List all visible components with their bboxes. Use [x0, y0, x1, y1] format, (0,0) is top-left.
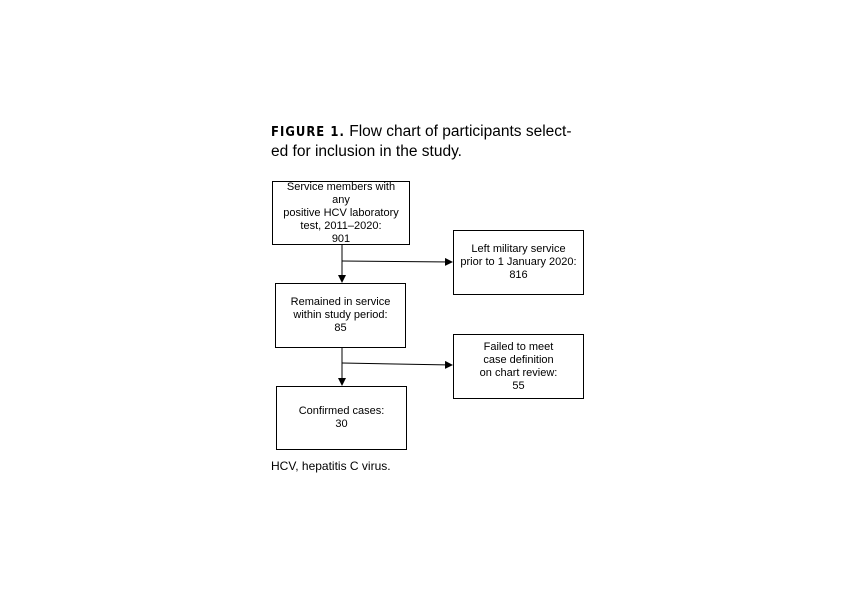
figure-footnote: HCV, hepatitis C virus.	[271, 459, 391, 473]
box-failed-case-definition: Failed to meet case definition on chart …	[453, 334, 584, 399]
box-confirmed-cases: Confirmed cases: 30	[276, 386, 407, 450]
box-left-military: Left military service prior to 1 January…	[453, 230, 584, 295]
figure-caption-text: Flow chart of participants select- ed fo…	[271, 123, 572, 160]
box-hcv-positive: Service members with any positive HCV la…	[272, 181, 410, 245]
arrow-to-failed	[341, 360, 453, 369]
figure-caption: FIGURE 1. Flow chart of participants sel…	[271, 122, 591, 162]
arrow-to-left-service	[341, 257, 453, 266]
box-remained-in-service: Remained in service within study period:…	[275, 283, 406, 348]
figure-label: FIGURE 1.	[271, 124, 345, 140]
